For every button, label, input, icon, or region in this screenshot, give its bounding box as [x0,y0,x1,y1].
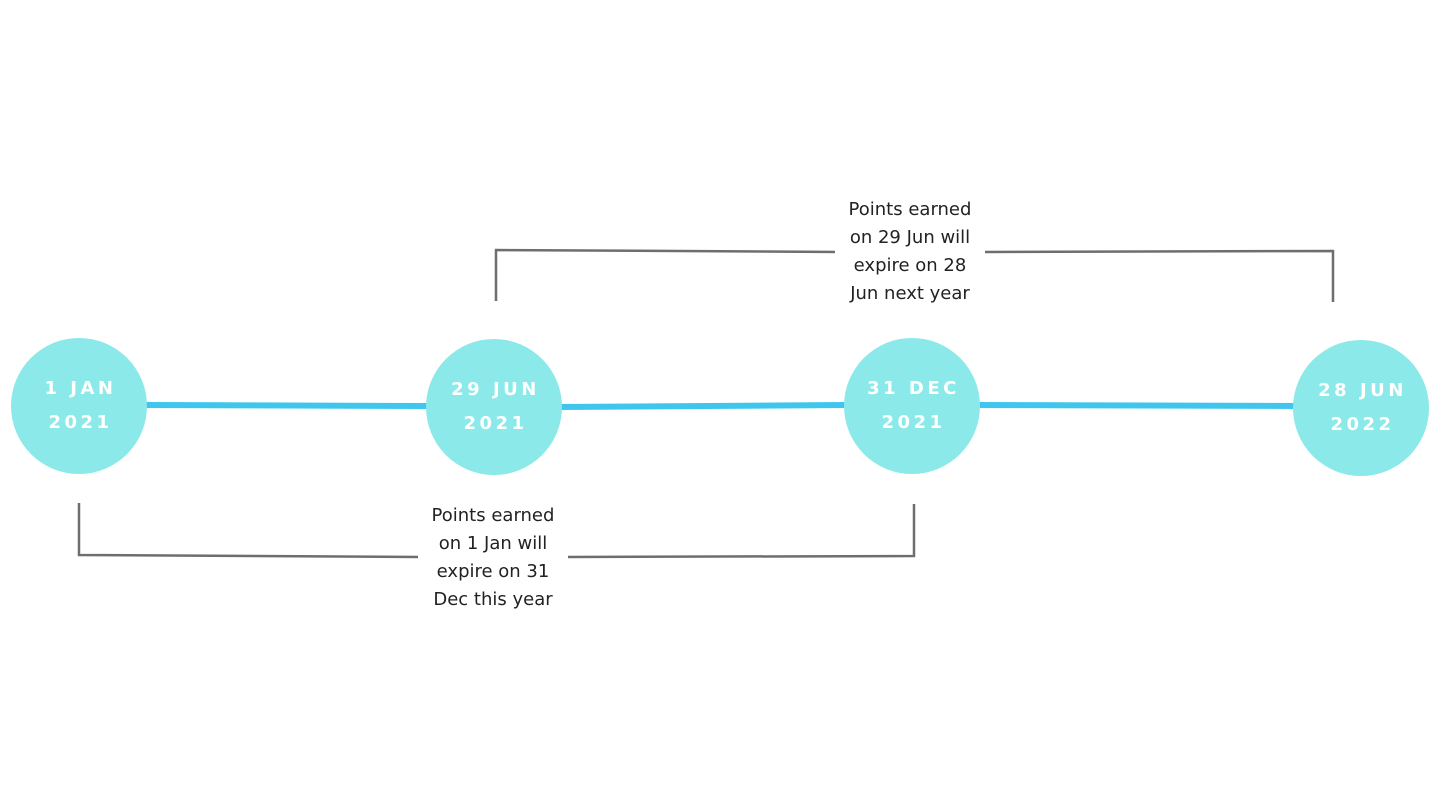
note-line: on 29 Jun will [849,227,971,248]
date-node-year: 2021 [48,412,113,433]
date-node-year: 2021 [463,413,528,434]
date-node-year: 2021 [881,412,946,433]
date-node-day: 1 JAN [44,378,117,399]
note-line: Jun next year [850,283,970,304]
date-node-day: 29 JUN [451,379,540,400]
note-line: on 1 Jan will [438,533,548,554]
date-node-28-jun-2022: 28 JUN 2022 [1293,340,1429,476]
note-line: Dec this year [433,589,553,610]
date-node-year: 2022 [1330,414,1395,435]
date-node-29-jun-2021: 29 JUN 2021 [426,339,562,475]
note-line: Points earned [848,199,972,220]
note-jun-expiry: Points earned on 29 Jun will expire on 2… [835,196,985,308]
timeline-segment-1 [145,402,428,409]
bottom-bracket-left [77,503,421,559]
top-bracket-right [983,249,1335,302]
date-node-day: 28 JUN [1318,380,1407,401]
note-jan-expiry: Points earned on 1 Jan will expire on 31… [418,502,568,614]
timeline-segment-3 [977,402,1297,409]
note-line: Points earned [431,505,555,526]
bottom-bracket-right [566,504,916,559]
timeline-segment-2 [559,402,847,410]
date-node-31-dec-2021: 31 DEC 2021 [844,338,980,474]
note-line: expire on 31 [436,561,550,582]
date-node-day: 31 DEC [867,378,960,399]
note-line: expire on 28 [853,255,967,276]
date-node-1-jan-2021: 1 JAN 2021 [11,338,147,474]
top-bracket-left [494,248,843,301]
